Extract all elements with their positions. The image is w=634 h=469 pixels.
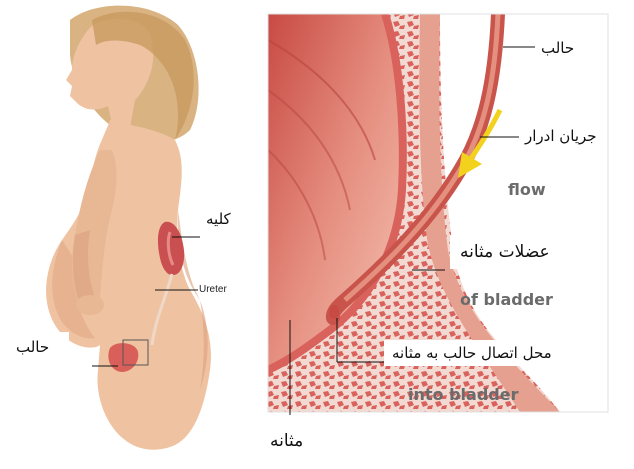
label-bladder: مثانه — [262, 428, 311, 454]
label-urine-flow: جریان ادرار — [519, 125, 603, 147]
ghost-into-bladder-text: into bladder — [408, 385, 518, 404]
label-ureter-junction: محل اتصال حالب به مثانه — [384, 340, 560, 366]
ureter-orifice — [329, 305, 339, 319]
ghost-of-bladder-text: of bladder — [460, 290, 553, 309]
label-bladder-muscle: عضلات مثانه — [450, 235, 560, 269]
label-ureter-left: حالب — [10, 332, 69, 380]
label-ureter-english: Ureter — [199, 284, 227, 295]
ghost-flow-text: flow — [508, 180, 546, 199]
label-ureter-right: حالب — [535, 37, 580, 59]
child-figure — [46, 6, 211, 450]
label-kidney: کلیه — [200, 208, 237, 230]
